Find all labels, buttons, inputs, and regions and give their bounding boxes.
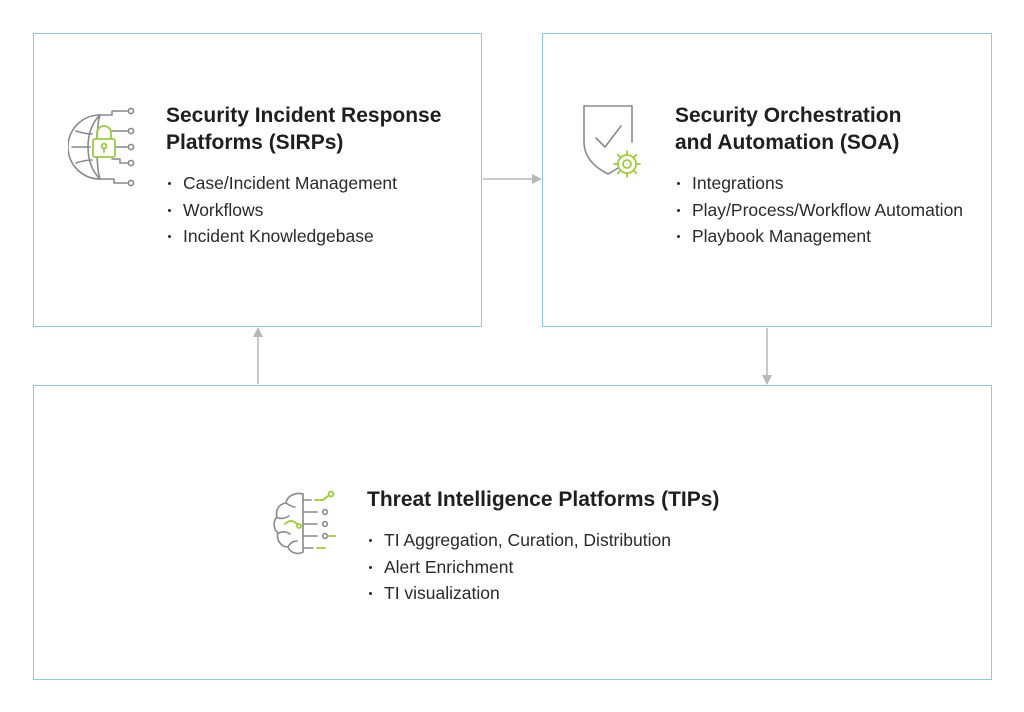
- list-item: Workflows: [166, 197, 476, 224]
- list-item: Play/Process/Workflow Automation: [675, 197, 975, 224]
- soa-title-line2: and Automation (SOA): [675, 131, 900, 154]
- brain-circuit-icon: [273, 490, 343, 561]
- sirp-title-line1: Security Incident Response: [166, 104, 442, 127]
- list-item: Incident Knowledgebase: [166, 223, 476, 250]
- tip-feature-list: TI Aggregation, Curation, Distribution A…: [367, 527, 787, 607]
- soa-feature-list: Integrations Play/Process/Workflow Autom…: [675, 170, 975, 250]
- list-item: TI Aggregation, Curation, Distribution: [367, 527, 787, 554]
- soa-title: Security Orchestration and Automation (S…: [675, 102, 975, 156]
- list-item: Case/Incident Management: [166, 170, 476, 197]
- globe-lock-icon: [67, 107, 138, 192]
- tip-box: Threat Intelligence Platforms (TIPs) TI …: [33, 385, 992, 680]
- tip-content: Threat Intelligence Platforms (TIPs) TI …: [367, 486, 787, 607]
- list-item: Integrations: [675, 170, 975, 197]
- list-item: Alert Enrichment: [367, 554, 787, 581]
- soa-content: Security Orchestration and Automation (S…: [675, 102, 975, 250]
- list-item: TI visualization: [367, 580, 787, 607]
- tip-title-line1: Threat Intelligence Platforms (TIPs): [367, 488, 720, 511]
- list-item: Playbook Management: [675, 223, 975, 250]
- soa-box: Security Orchestration and Automation (S…: [542, 33, 992, 327]
- sirp-title: Security Incident Response Platforms (SI…: [166, 102, 476, 156]
- shield-gear-icon: [580, 104, 646, 191]
- sirp-title-line2: Platforms (SIRPs): [166, 131, 344, 154]
- soa-title-line1: Security Orchestration: [675, 104, 902, 127]
- tip-title: Threat Intelligence Platforms (TIPs): [367, 486, 787, 513]
- sirp-content: Security Incident Response Platforms (SI…: [166, 102, 476, 250]
- sirp-feature-list: Case/Incident Management Workflows Incid…: [166, 170, 476, 250]
- sirp-box: Security Incident Response Platforms (SI…: [33, 33, 482, 327]
